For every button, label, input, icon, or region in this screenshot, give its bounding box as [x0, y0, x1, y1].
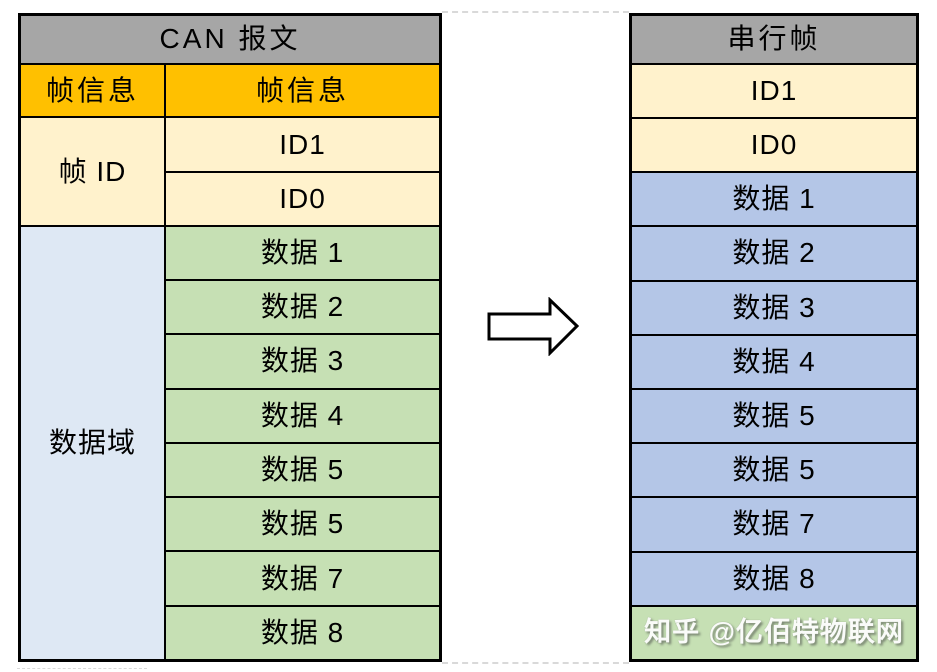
cell-frame-info-label: 帧信息	[20, 63, 165, 118]
cell-id0: ID0	[631, 117, 917, 173]
cell-data-2: 数据 2	[165, 280, 440, 335]
serial-table-title: 串行帧	[631, 15, 917, 64]
cell-data-8: 数据 8	[165, 605, 440, 660]
cell-data-8: 数据 8	[631, 551, 917, 606]
cell-data-1: 数据 1	[631, 172, 917, 227]
cell-data-4: 数据 4	[631, 334, 917, 389]
cell-data-3: 数据 3	[165, 334, 440, 389]
cell-data-field-label: 数据域	[20, 225, 165, 660]
watermark-row: 知乎 @亿佰特物联网	[631, 605, 917, 660]
dashed-guide-bottom	[442, 662, 629, 664]
cell-data-1: 数据 1	[165, 225, 440, 281]
cell-data-6: 数据 5	[631, 443, 917, 498]
dashed-guide-bottom-left	[17, 668, 147, 669]
cell-frame-id-label: 帧 ID	[20, 117, 165, 226]
cell-frame-info-value: 帧信息	[165, 63, 440, 118]
watermark-text: 知乎 @亿佰特物联网	[644, 617, 904, 648]
serial-frame-table: 串行帧 ID1 ID0 数据 1 数据 2 数据 3 数据 4 数据 5 数据 …	[629, 13, 919, 662]
cell-data-2: 数据 2	[631, 226, 917, 281]
cell-data-5: 数据 5	[631, 388, 917, 444]
right-arrow-icon	[487, 297, 580, 356]
cell-data-7: 数据 7	[631, 497, 917, 552]
cell-data-3: 数据 3	[631, 280, 917, 335]
cell-data-4: 数据 4	[165, 388, 440, 443]
can-table-title: CAN 报文	[20, 15, 440, 64]
cell-id1: ID1	[631, 63, 917, 118]
can-message-table: CAN 报文 帧信息 帧信息 帧 ID ID1 ID0 数据域 数据 1 数据 …	[18, 13, 442, 662]
dashed-guide-top	[442, 11, 629, 13]
cell-data-5: 数据 5	[165, 442, 440, 498]
cell-data-6: 数据 5	[165, 497, 440, 552]
cell-data-7: 数据 7	[165, 551, 440, 606]
cell-id0: ID0	[165, 172, 440, 226]
cell-id1: ID1	[165, 117, 440, 173]
